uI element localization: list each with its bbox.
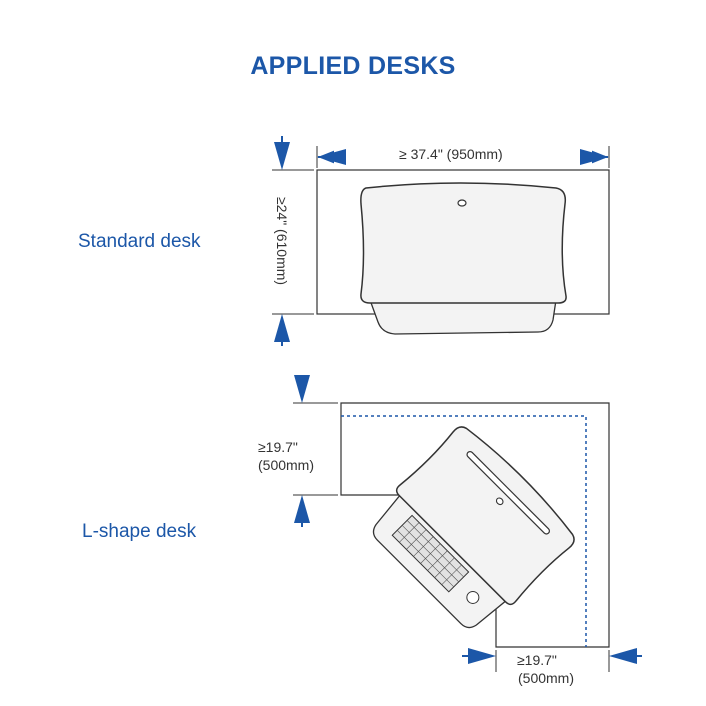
page-title: APPLIED DESKS xyxy=(250,52,456,80)
standard-depth-label: ≥24" (610mm) xyxy=(274,196,290,286)
grommet-hole xyxy=(457,199,467,207)
l-left-dim-line1: ≥19.7" xyxy=(258,439,298,455)
l-grommet-hole xyxy=(495,497,504,506)
standard-width-label: ≥ 37.4" (950mm) xyxy=(396,146,506,162)
l-shape-bottom-dimension xyxy=(462,648,642,672)
l-shape-desk-surface xyxy=(340,402,610,648)
standard-depth-dimension xyxy=(272,136,314,346)
l-bottom-dim-line1: ≥19.7" xyxy=(517,652,557,668)
keyboard-tray xyxy=(369,299,557,335)
rotated-workstation xyxy=(372,426,575,629)
mouse xyxy=(466,590,480,604)
standard-desk-label: Standard desk xyxy=(78,231,201,252)
l-shape-desk-label: L-shape desk xyxy=(82,521,197,542)
workstation-top xyxy=(360,182,567,304)
standard-desk-drawing xyxy=(316,169,610,335)
l-shape-desk-drawing xyxy=(340,402,610,648)
standard-width-dimension xyxy=(316,146,610,168)
dashed-guide-line xyxy=(341,415,587,647)
l-shape-left-dimension xyxy=(293,375,338,527)
l-workstation-top xyxy=(395,426,575,606)
l-bottom-dim-line2: (500mm) xyxy=(518,670,575,686)
l-left-dim-line2: (500mm) xyxy=(258,457,315,473)
monitor-slot xyxy=(466,451,550,535)
